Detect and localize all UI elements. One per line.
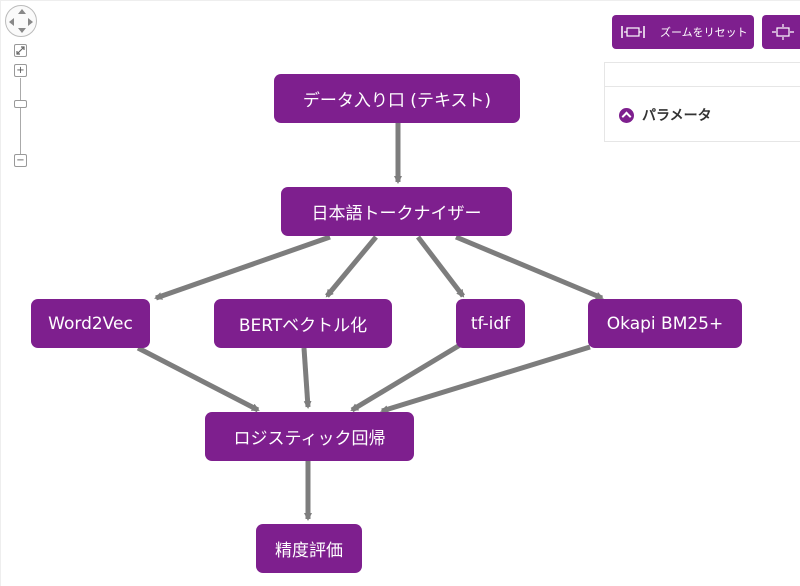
fit-to-screen-button[interactable] (762, 15, 800, 49)
edge-tokenizer-word2vec (154, 234, 331, 301)
node-tokenizer[interactable]: 日本語トークナイザー (281, 187, 512, 236)
zoom-slider-handle[interactable] (14, 100, 27, 108)
node-word2vec[interactable]: Word2Vec (31, 299, 150, 348)
node-bm25[interactable]: Okapi BM25+ (588, 299, 742, 348)
edge-tokenizer-bert (325, 235, 378, 298)
edge-bm25-logreg (380, 344, 591, 414)
zoom-slider-track[interactable] (20, 78, 21, 154)
fit-to-screen-icon (770, 24, 796, 40)
pan-right-icon[interactable] (28, 18, 33, 26)
node-input[interactable]: データ入り口 (テキスト) (274, 74, 520, 123)
node-bert[interactable]: BERTベクトル化 (214, 299, 392, 348)
panel-divider (605, 86, 800, 87)
zoom-out-button[interactable]: − (14, 154, 27, 167)
node-logreg[interactable]: ロジスティック回帰 (205, 412, 414, 461)
parameters-toggle[interactable]: パラメータ (619, 105, 712, 125)
edge-tokenizer-bm25 (455, 234, 604, 301)
edge-word2vec-logreg (136, 345, 260, 413)
chevron-up-icon[interactable] (619, 107, 634, 123)
pan-up-icon[interactable] (18, 9, 26, 14)
parameters-panel: パラメータ (604, 62, 800, 142)
edge-tokenizer-tfidf (416, 235, 465, 298)
reset-zoom-label: ズームをリセット (660, 26, 748, 39)
pan-control[interactable] (5, 5, 37, 37)
edge-tfidf-logreg (350, 342, 462, 413)
reset-zoom-button[interactable]: ズームをリセット (612, 15, 754, 49)
pan-left-icon[interactable] (9, 18, 14, 26)
node-eval[interactable]: 精度評価 (256, 524, 362, 573)
fit-view-icon[interactable] (14, 44, 27, 57)
reset-zoom-icon (620, 24, 646, 40)
parameters-title: パラメータ (642, 108, 712, 124)
edge-bert-logreg (301, 347, 312, 409)
node-tfidf[interactable]: tf-idf (456, 299, 525, 348)
pan-down-icon[interactable] (18, 28, 26, 33)
zoom-in-button[interactable]: + (14, 64, 27, 77)
